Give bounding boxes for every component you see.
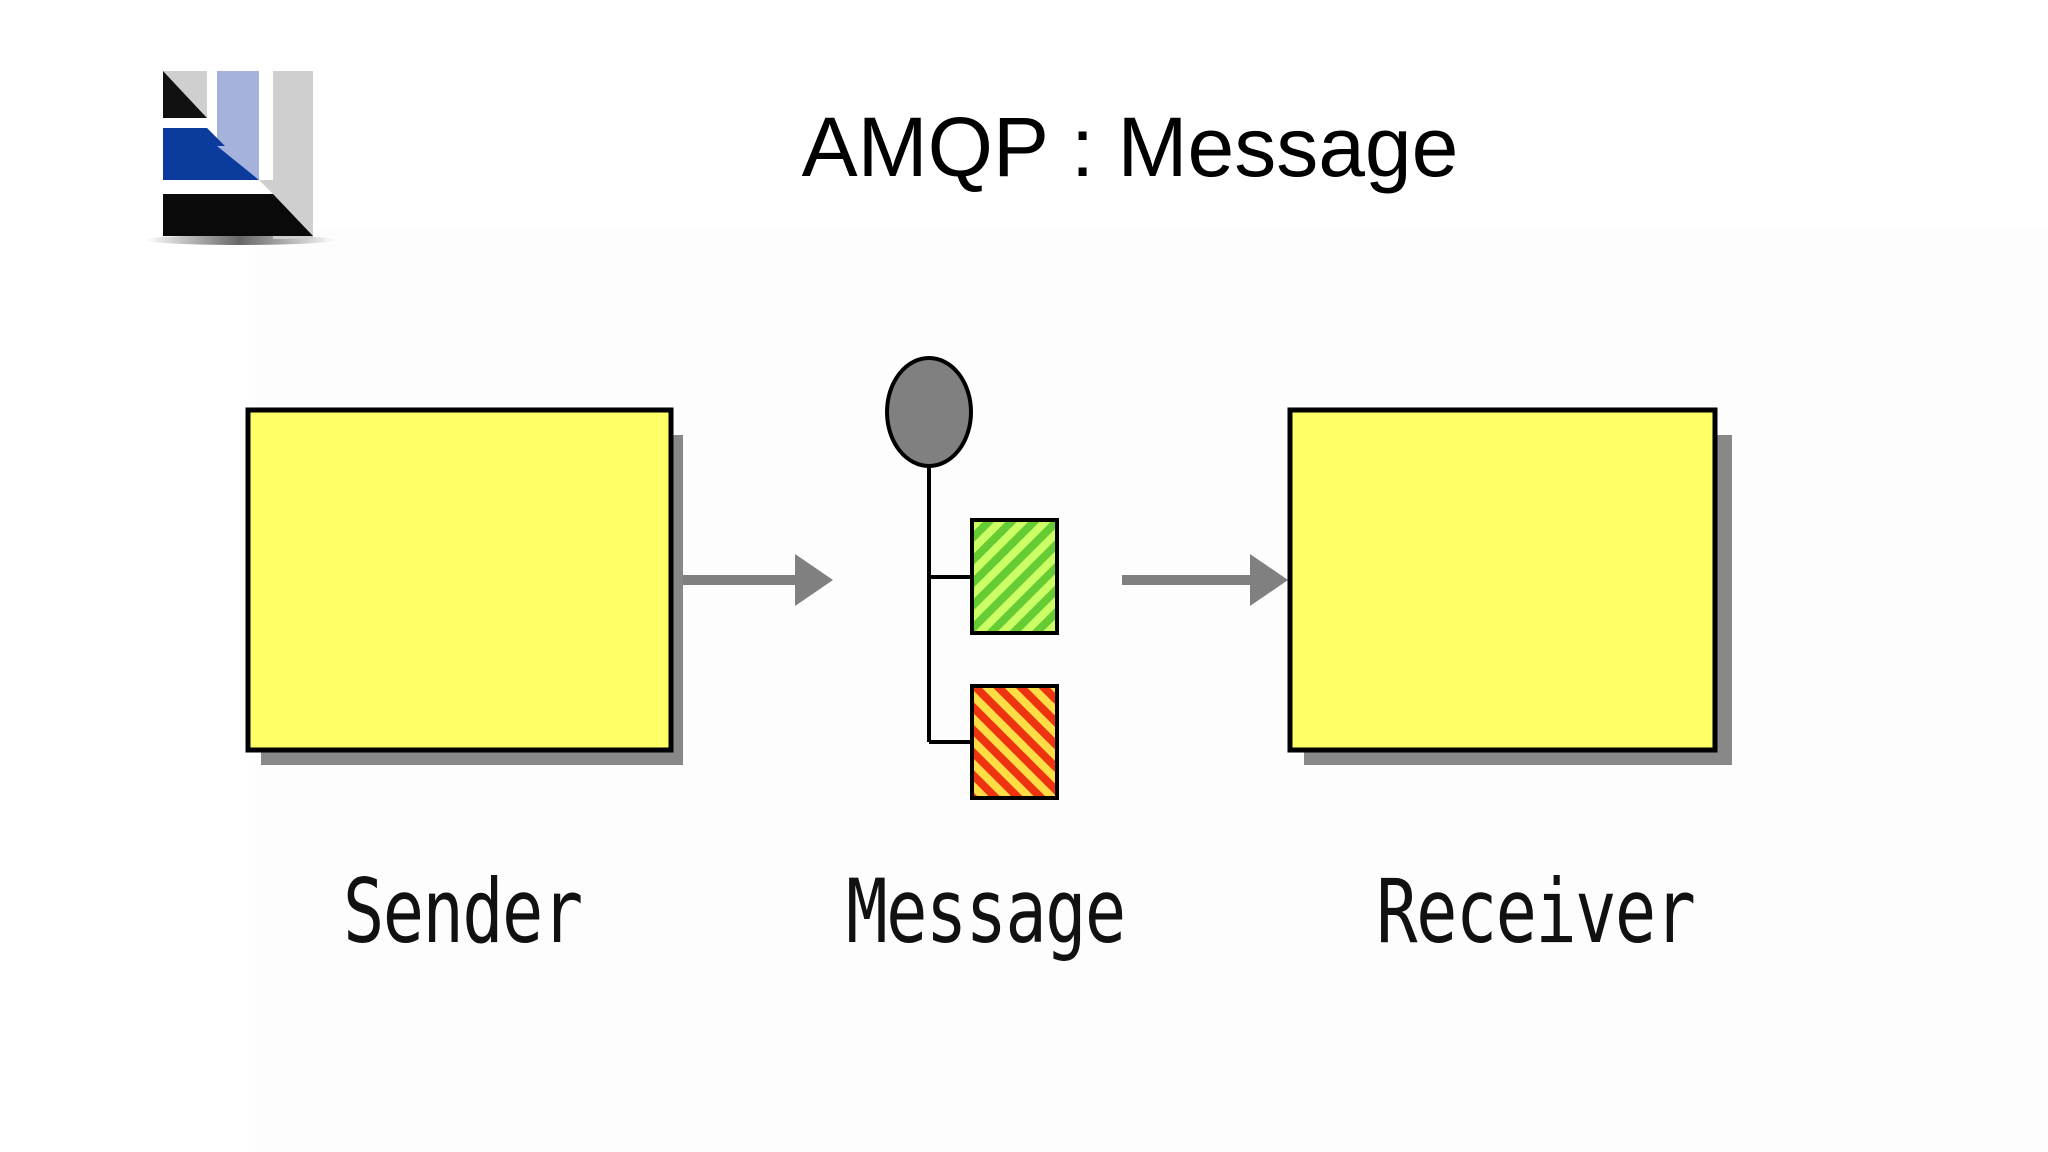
sender-rect [245, 407, 674, 753]
arrow-message-to-receiver [1122, 554, 1288, 606]
slide-title: AMQP : Message [801, 100, 1459, 194]
receiver-rect [1287, 407, 1718, 753]
logo [145, 71, 335, 245]
message-circle [885, 356, 973, 468]
sender-label: Sender [343, 860, 583, 963]
message-header-part [970, 518, 1059, 635]
message-label: Message [846, 860, 1126, 963]
receiver-label: Receiver [1376, 860, 1696, 963]
arrow-sender-to-message [683, 554, 833, 606]
receiver-box [1287, 407, 1732, 765]
message-body-part [970, 684, 1059, 800]
sender-box [245, 407, 683, 765]
message-icon [885, 356, 1059, 800]
